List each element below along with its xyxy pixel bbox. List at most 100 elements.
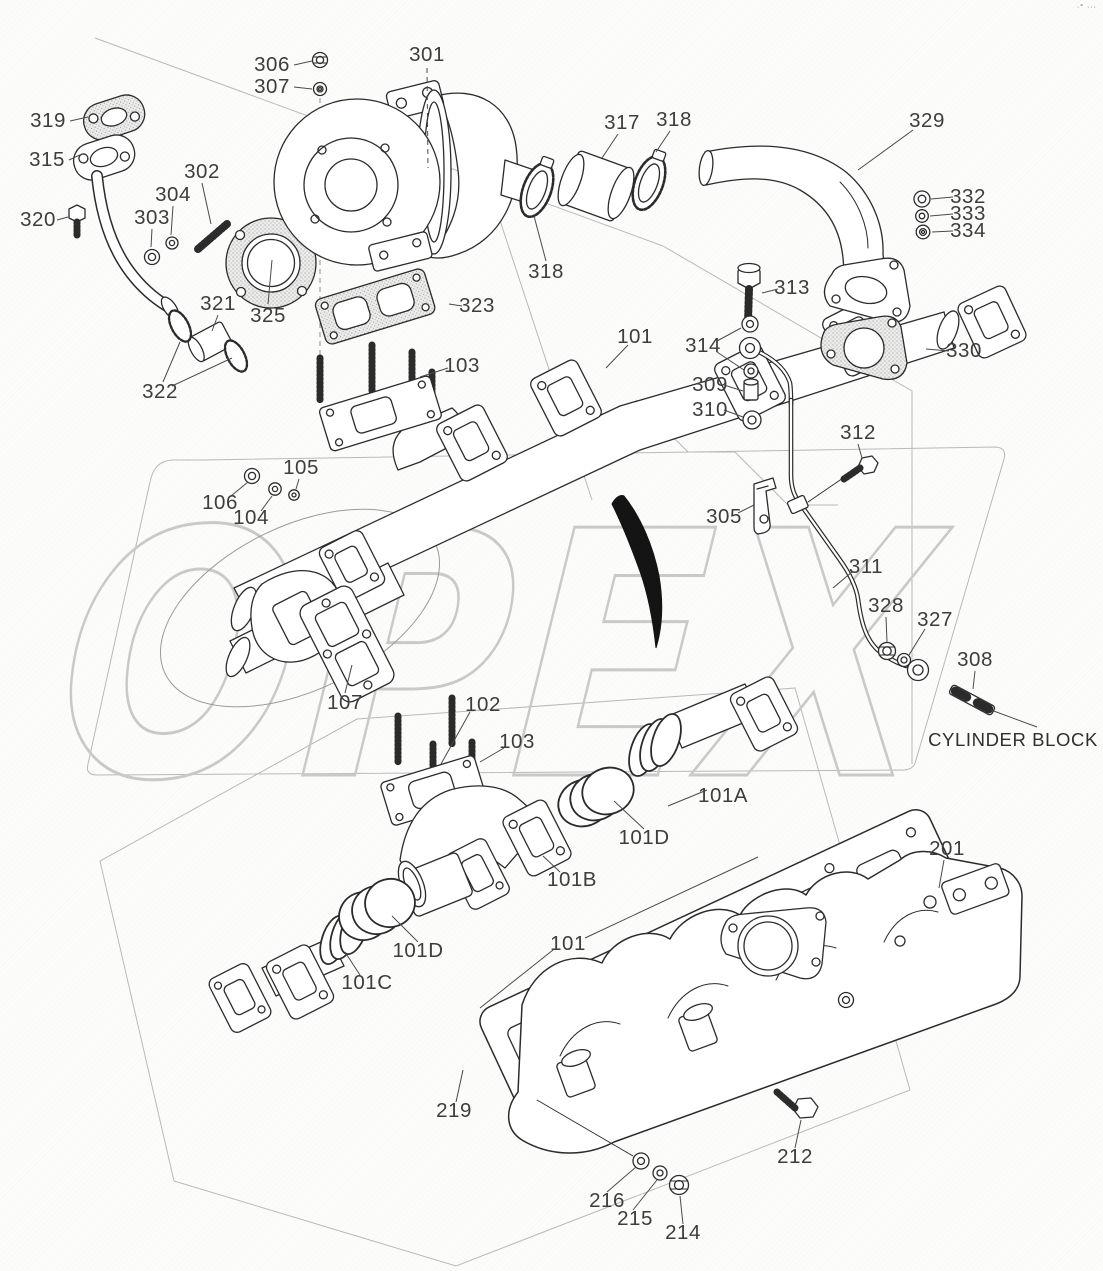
leader-line-315 xyxy=(68,153,83,161)
part-callout-315: 315 xyxy=(29,147,65,171)
part-callout-328: 328 xyxy=(868,593,904,617)
leader-line-307 xyxy=(293,86,313,90)
leader-line-101 xyxy=(605,344,629,369)
leader-line-214 xyxy=(679,1195,684,1225)
part-callout-305: 305 xyxy=(706,504,742,528)
part-callout-103: 103 xyxy=(444,353,480,377)
oil-drain-pipe-group-drawing xyxy=(68,94,249,373)
leader-line-216 xyxy=(606,1166,637,1193)
part-callout-101d: 101D xyxy=(392,938,444,962)
part-callout-303: 303 xyxy=(134,205,170,229)
part-callout-334: 334 xyxy=(950,218,986,242)
part-callout-304: 304 xyxy=(155,182,191,206)
part-callout-323: 323 xyxy=(459,293,495,317)
leader-line-101a xyxy=(667,789,708,807)
leader-line-101d xyxy=(391,915,419,943)
leader-line-321 xyxy=(211,314,219,332)
leader-line-314 xyxy=(716,351,745,371)
part-callout-307: 307 xyxy=(254,74,290,98)
leader-line-323 xyxy=(448,303,463,307)
leader-line-104 xyxy=(260,495,273,512)
part-callout-322: 322 xyxy=(142,379,178,403)
part-callout-101: 101 xyxy=(617,324,653,348)
part-callout-101b: 101B xyxy=(547,867,597,891)
leader-line-329 xyxy=(857,129,914,171)
part-callout-333: 333 xyxy=(950,201,986,225)
leader-line-332 xyxy=(930,196,954,200)
leader-line-219 xyxy=(455,1069,464,1103)
part-callout-301: 301 xyxy=(409,42,445,66)
leader-line-103 xyxy=(479,747,505,763)
intake-manifold-201-drawing xyxy=(508,850,1023,1157)
leader-line-102 xyxy=(440,711,471,765)
leader-line-306 xyxy=(293,60,313,66)
leader-line-312 xyxy=(857,443,863,459)
oil-feed-line-group-drawing xyxy=(737,262,996,716)
leader-line-303 xyxy=(150,228,153,248)
part-callout-312: 312 xyxy=(840,420,876,444)
swoosh-arrow xyxy=(611,495,663,649)
leader-line-309 xyxy=(723,384,744,392)
leader-line-319 xyxy=(69,116,89,122)
part-callout-332: 332 xyxy=(950,184,986,208)
leader-line-105 xyxy=(295,478,300,490)
part-callout-101: 101 xyxy=(550,931,586,955)
leader-line-314 xyxy=(716,327,742,342)
part-callout-215: 215 xyxy=(617,1206,653,1230)
part-callout-105: 105 xyxy=(283,455,319,479)
leader-line-317 xyxy=(601,133,619,159)
turbo-inlet-flange-drawing xyxy=(225,217,317,309)
exhaust-elbow-drawing xyxy=(698,145,931,381)
part-callout-327: 327 xyxy=(917,607,953,631)
part-callout-313: 313 xyxy=(774,275,810,299)
leader-line-318 xyxy=(533,215,547,262)
part-callout-318: 318 xyxy=(656,107,692,131)
leader-line-327 xyxy=(908,628,926,656)
part-callout-329: 329 xyxy=(909,108,945,132)
manifold-nut-washers-drawing xyxy=(243,467,300,501)
manifold-end-section-101A-drawing xyxy=(628,676,799,777)
turbo-gasket-323-drawing xyxy=(314,268,436,345)
part-callout-201: 201 xyxy=(929,836,965,860)
leader-line-304 xyxy=(170,205,174,236)
leader-line-101 xyxy=(479,949,554,1009)
leader-line-301 xyxy=(426,67,429,169)
part-callout-106: 106 xyxy=(202,490,238,514)
turbocharger-drawing xyxy=(273,51,549,272)
part-callout-101d: 101D xyxy=(618,825,670,849)
part-callout-212: 212 xyxy=(777,1144,813,1168)
leader-line-212 xyxy=(794,1119,802,1149)
part-callout-308: 308 xyxy=(957,647,993,671)
leader-line-305 xyxy=(737,504,755,514)
leader-line-107 xyxy=(344,664,353,694)
cylinder-block-note: CYLINDER BLOCK xyxy=(928,728,1098,750)
part-callout-107: 107 xyxy=(327,690,363,714)
part-callout-103: 103 xyxy=(499,729,535,753)
part-callout-216: 216 xyxy=(589,1188,625,1212)
leader-line-322 xyxy=(171,357,233,387)
leader-line-101 xyxy=(584,856,759,939)
leader-line-313 xyxy=(761,288,779,294)
part-callout-318: 318 xyxy=(528,259,564,283)
leader-line-325 xyxy=(267,259,273,305)
leader-line-311 xyxy=(832,571,853,589)
corner-mark: ·° ··· xyxy=(1076,4,1097,11)
part-callout-302: 302 xyxy=(184,159,220,183)
part-callout-104: 104 xyxy=(233,505,269,529)
leader-line-334 xyxy=(931,230,954,233)
part-callout-311: 311 xyxy=(848,554,884,578)
leader-line-cylinder block xyxy=(990,709,1038,728)
part-callout-320: 320 xyxy=(20,207,56,231)
part-callout-101c: 101C xyxy=(341,970,393,994)
leader-line-106 xyxy=(230,481,249,497)
part-callout-317: 317 xyxy=(604,110,640,134)
part-callout-321: 321 xyxy=(200,291,236,315)
flange-gasket-107-drawing xyxy=(299,585,395,703)
part-callout-319: 319 xyxy=(30,108,66,132)
leader-line-318 xyxy=(655,130,671,153)
leader-line-333 xyxy=(929,213,954,217)
